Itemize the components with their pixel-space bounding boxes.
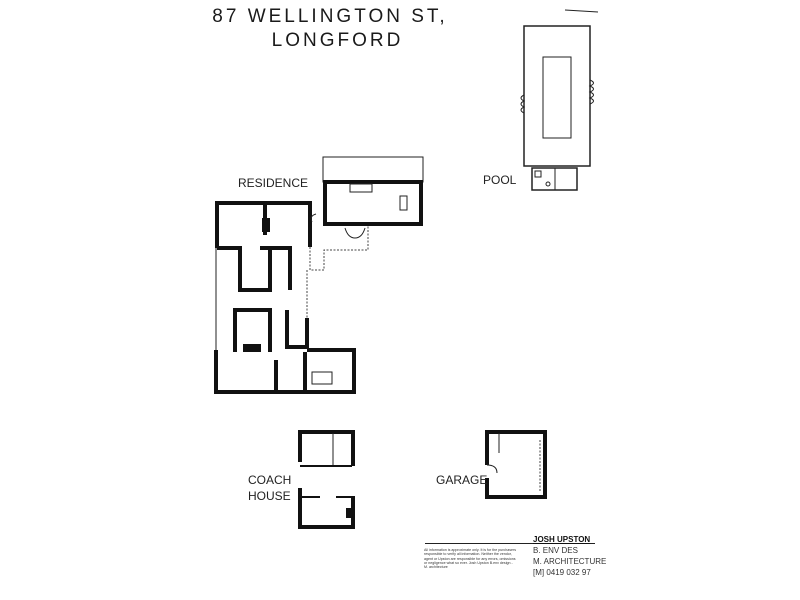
pool-door-west [520, 94, 526, 114]
label-pool: POOL [483, 173, 517, 187]
footer-phone: [M] 0419 032 97 [533, 568, 591, 577]
label-coach-house-1: COACH [248, 473, 292, 487]
footer-architect-name: JOSH UPSTON [533, 535, 591, 544]
footer-divider [425, 543, 595, 544]
pool-basin [542, 56, 572, 139]
residence-building [214, 156, 424, 394]
label-coach-house-2: HOUSE [248, 489, 291, 503]
label-garage: GARAGE [436, 473, 488, 487]
footer-disclaimer: All information is approximate only. It … [424, 548, 517, 570]
footer-qualification-2: M. ARCHITECTURE [533, 557, 607, 566]
pen-mark [564, 9, 599, 13]
footer-qualification-1: B. ENV DES [533, 546, 578, 555]
fireplace [262, 218, 270, 232]
pool-building [520, 25, 594, 191]
plan-title-line2: LONGFORD [271, 30, 404, 51]
pool-door-east [588, 79, 594, 105]
plan-title-line1: 87 WELLINGTON ST, [212, 6, 448, 27]
label-residence: RESIDENCE [238, 176, 309, 190]
coach-house-building [298, 430, 355, 529]
staircase [349, 183, 373, 193]
garage-building [485, 430, 547, 499]
